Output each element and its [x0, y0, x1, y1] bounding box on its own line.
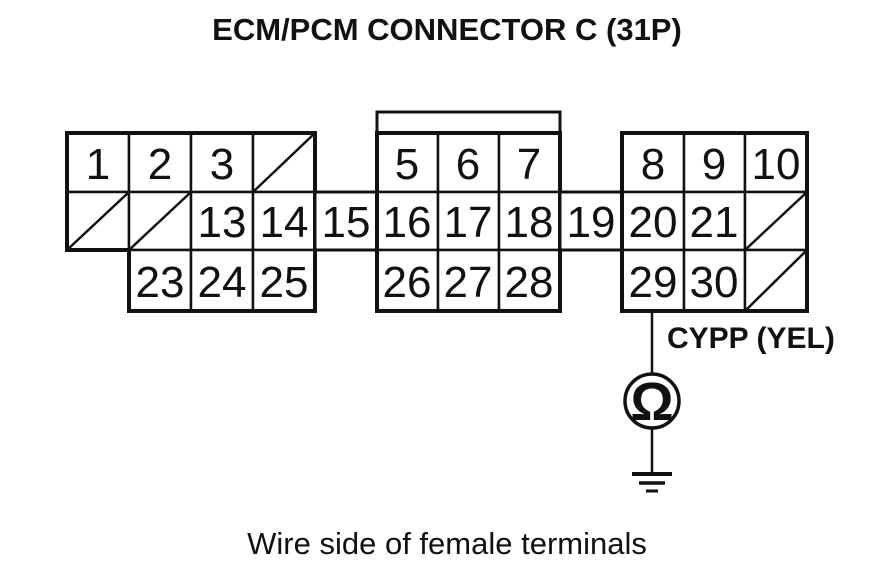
- terminal-number: 26: [383, 258, 432, 307]
- terminal-cell-25: 25: [251, 248, 317, 313]
- terminal-cell-18: 18: [497, 190, 562, 252]
- diagonal-line: [252, 132, 316, 193]
- terminal-number: 10: [752, 140, 801, 189]
- diagonal-line: [66, 191, 130, 251]
- blocked-cell: [743, 248, 809, 313]
- terminal-cell-16: 16: [375, 190, 440, 252]
- diagonal-line: [128, 191, 192, 251]
- terminal-cell-19: 19: [558, 190, 624, 252]
- connector-key-tab: [375, 110, 562, 135]
- terminal-cell-30: 30: [682, 248, 747, 313]
- blocked-cell: [743, 190, 809, 252]
- terminal-number: 29: [629, 258, 678, 307]
- terminal-cell-20: 20: [620, 190, 686, 252]
- cell-box: [189, 131, 255, 194]
- diagram-title: ECM/PCM CONNECTOR C (31P): [212, 12, 682, 47]
- connector-left-block: 1 2 3 13: [65, 131, 317, 313]
- terminal-cell-10: 10: [743, 131, 809, 194]
- blocked-cell: [65, 190, 131, 252]
- diagram-caption: Wire side of female terminals: [247, 526, 647, 561]
- diagonal-line: [744, 191, 808, 251]
- terminal-cell-14: 14: [251, 190, 317, 252]
- omega-symbol: Ω: [630, 372, 673, 432]
- cell-box: [189, 248, 255, 313]
- terminal-number: 24: [198, 258, 247, 307]
- blocked-cell: [251, 131, 317, 194]
- terminal-cell-3: 3: [189, 131, 255, 194]
- terminal-cell-26: 26: [375, 248, 440, 313]
- probe-circuit: CYPP (YEL) Ω: [623, 311, 835, 493]
- terminal-cell-28: 28: [497, 248, 562, 313]
- right-block-outline: [620, 131, 809, 313]
- terminal-number: 16: [383, 198, 432, 247]
- terminal-number: 25: [260, 258, 309, 307]
- cell-box: [65, 131, 131, 194]
- terminal-cell-1: 1: [65, 131, 131, 194]
- terminal-cell-24: 24: [189, 248, 255, 313]
- terminal-number: 1: [86, 140, 110, 189]
- terminal-number: 2: [148, 140, 172, 189]
- terminal-number: 3: [210, 140, 234, 189]
- terminal-cell-17: 17: [436, 190, 501, 252]
- terminal-number: 9: [702, 140, 726, 189]
- terminal-number: 20: [629, 198, 678, 247]
- terminal-cell-21: 21: [682, 190, 747, 252]
- terminal-number: 17: [444, 198, 493, 247]
- terminal-number: 5: [395, 140, 419, 189]
- terminal-number: 13: [198, 198, 247, 247]
- terminal-number: 27: [444, 258, 493, 307]
- cell-box: [682, 190, 747, 252]
- terminal-number: 7: [517, 140, 541, 189]
- terminal-cell-15: 15: [313, 190, 379, 252]
- cell-box: [436, 131, 501, 194]
- connector-right-block: 8 9 10 20 21: [620, 131, 809, 313]
- terminal-cell-5: 5: [375, 131, 440, 194]
- terminal-cell-27: 27: [436, 248, 501, 313]
- terminal-cell-13: 13: [189, 190, 255, 252]
- terminal-cell-6: 6: [436, 131, 501, 194]
- terminal-cell-7: 7: [497, 131, 562, 194]
- terminal-number: 21: [690, 198, 739, 247]
- terminal-number: 19: [567, 198, 616, 247]
- cell-box: [620, 190, 686, 252]
- terminal-number: 6: [456, 140, 480, 189]
- cell-box: [620, 131, 686, 194]
- diagonal-line: [744, 249, 808, 312]
- terminal-cell-2: 2: [127, 131, 193, 194]
- cell-box: [251, 190, 317, 252]
- terminal-cell-23: 23: [127, 248, 193, 313]
- cell-box: [436, 190, 501, 252]
- ground-icon: [632, 472, 672, 493]
- terminal-number: 8: [641, 140, 665, 189]
- wire-label: CYPP (YEL): [667, 322, 835, 355]
- terminal-number: 28: [505, 258, 554, 307]
- terminal-number: 15: [322, 198, 371, 247]
- terminal-cell-9: 9: [682, 131, 747, 194]
- ohmmeter-icon: Ω: [623, 372, 681, 432]
- terminal-cell-8: 8: [620, 131, 686, 194]
- blocked-cell: [127, 190, 193, 252]
- connector-middle-block: 5 6 7 16 17 18: [375, 131, 562, 313]
- terminal-number: 30: [690, 258, 739, 307]
- left-block-outline: [65, 131, 317, 313]
- terminal-number: 18: [505, 198, 554, 247]
- cell-box: [375, 190, 440, 252]
- terminal-cell-29: 29: [620, 248, 686, 313]
- terminal-number: 14: [260, 198, 309, 247]
- terminal-number: 23: [136, 258, 185, 307]
